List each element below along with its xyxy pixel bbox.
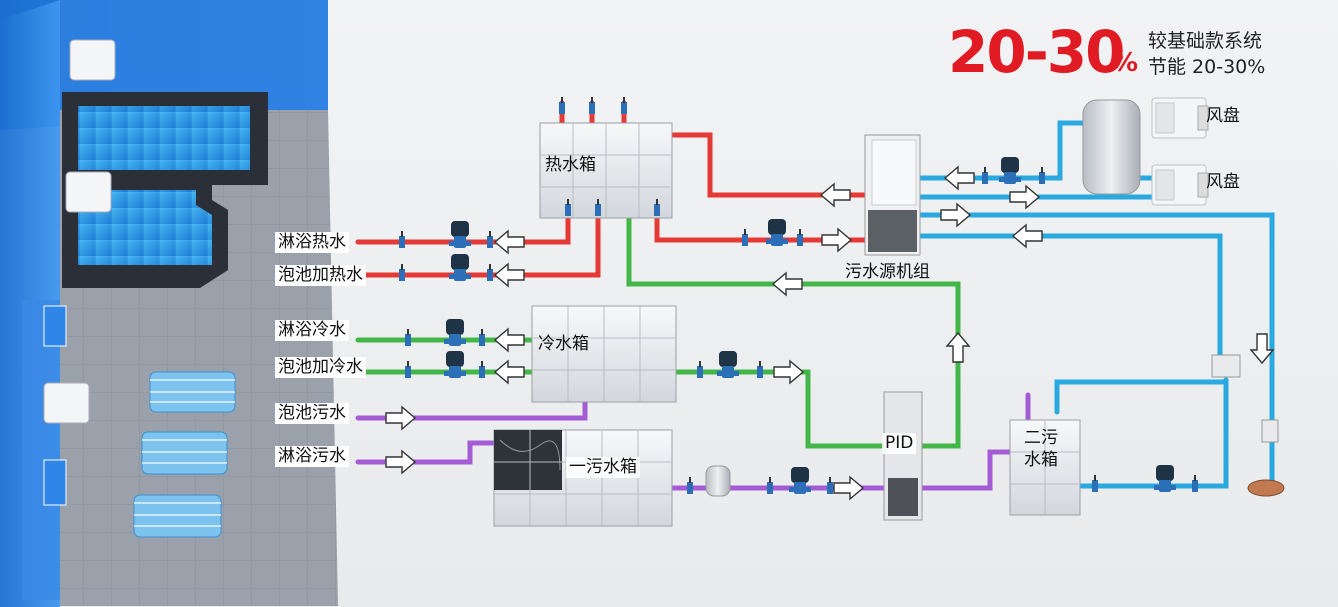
pump-icon (444, 319, 466, 346)
label-shower-sewage: 淋浴污水 (275, 446, 349, 467)
floor-drain-icon (1247, 419, 1285, 497)
pump-icon (766, 219, 788, 246)
buffer-tank (1082, 99, 1141, 195)
sewage-tank-2 (1009, 419, 1081, 516)
pump-icon (999, 157, 1021, 184)
energy-saving-percent: 20-30 (948, 18, 1125, 86)
pump-icon (449, 254, 471, 281)
label-pool-cold: 泡池加冷水 (275, 357, 366, 378)
label-pool-hot: 泡池加热水 (275, 265, 366, 286)
pump-icon (789, 467, 811, 494)
wall-fixtures (43, 39, 116, 506)
pool-upper (78, 106, 250, 170)
fan-coil-icon (1151, 97, 1209, 139)
sewage-tank-1 (493, 429, 673, 527)
label-pid: PID (882, 433, 917, 454)
label-hot-tank: 热水箱 (545, 155, 596, 175)
lounge-beds (133, 371, 236, 538)
label-fan-coil-1: 风盘 (1206, 106, 1240, 126)
pid-cabinet (883, 391, 923, 521)
filter-icon (705, 465, 731, 497)
cold-water-tank (531, 305, 677, 403)
label-sewage-tank-2-line2: 水箱 (1024, 450, 1058, 470)
label-pool-sewage: 泡池污水 (275, 403, 349, 424)
label-sewage-tank-1: 一污水箱 (566, 457, 640, 478)
label-fan-coil-2: 风盘 (1206, 172, 1240, 192)
pump-icon (717, 351, 739, 378)
label-cold-tank: 冷水箱 (538, 334, 589, 354)
pump-icon (1154, 465, 1176, 492)
percent-sign: % (1112, 48, 1139, 78)
sewage-pipes (355, 387, 1031, 491)
sensor-box (1211, 354, 1241, 378)
hot-water-tank (539, 122, 673, 219)
pool-lower (78, 190, 212, 265)
chilled-pipes (917, 120, 1275, 489)
fan-coil-icon (1151, 164, 1209, 206)
label-sewage-tank-2-line1: 二污 (1024, 428, 1058, 448)
headline-line-1: 较基础款系统 (1148, 30, 1263, 52)
label-heat-pump: 污水源机组 (845, 262, 930, 282)
label-shower-hot: 淋浴热水 (275, 232, 349, 253)
label-shower-cold: 淋浴冷水 (275, 320, 349, 341)
pump-icon (449, 221, 471, 248)
pump-icon (444, 351, 466, 378)
heat-pump-unit (864, 134, 921, 256)
headline-line-2: 节能 20-30% (1148, 56, 1266, 78)
